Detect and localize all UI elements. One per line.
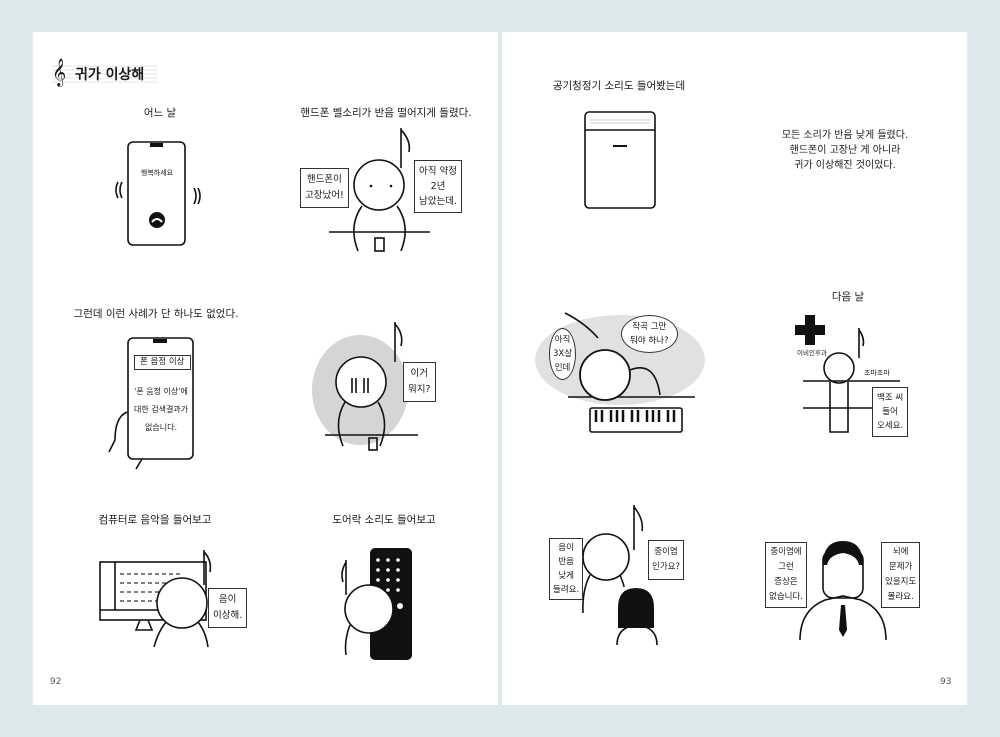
page-number: 92	[50, 677, 62, 687]
phone-screen-text: 행복하세요	[140, 169, 174, 177]
panel-caption: 그런데 이런 사례가 단 하나도 없었다.	[73, 308, 239, 320]
hospital-sign: 이비인후과	[797, 349, 827, 357]
medical-cross-icon	[795, 315, 825, 345]
panel-caption: 핸드폰 벨소리가 반음 떨어지게 들렸다.	[300, 107, 472, 119]
ringing-phone-drawing	[115, 141, 201, 246]
speech-bubble: 중이염 인가요?	[648, 540, 684, 580]
panel-caption: 도어락 소리도 들어보고	[332, 514, 436, 526]
speech-bubble: 핸드폰이 고장났어!	[300, 168, 349, 208]
chapter-title: 귀가 이상해	[75, 67, 145, 83]
panel-caption: 어느 날	[143, 107, 177, 119]
search-phone-drawing	[108, 337, 194, 470]
narration-text: 모든 소리가 반음 낮게 들렸다. 핸드폰이 고장난 게 아니라 귀가 이상해진…	[781, 130, 909, 171]
doorlock-drawing	[341, 548, 412, 660]
crying-person-drawing	[312, 322, 418, 451]
panel-caption: 컴퓨터로 음악을 들어보고	[98, 514, 212, 526]
speech-bubble: 백조 씨 들어 오세요.	[872, 387, 909, 437]
speech-bubble: 아직 약정 2년 남았는데.	[414, 160, 462, 213]
patient-drawing	[582, 505, 658, 646]
shocked-person-drawing	[329, 128, 430, 252]
panel-caption: 공기청정기 소리도 들어봤는데	[552, 80, 686, 92]
panel-caption: 다음 날	[831, 291, 865, 303]
speech-bubble: 뇌에 문제가 있을지도 몰라요.	[881, 542, 921, 608]
air-purifier-drawing	[584, 111, 656, 209]
speech-bubble: 중이염에 그런 증상은 없습니다.	[765, 542, 807, 608]
sound-effect: 조마조마	[864, 369, 890, 377]
thought-bubble: 작곡 그만 둬야 하나?	[621, 315, 678, 353]
speech-bubble: 이거 뭐지?	[403, 362, 436, 402]
thought-bubble: 아직 3X살 인데	[549, 328, 577, 380]
search-box: 폰 음정 이상	[134, 355, 191, 370]
speech-bubble: 음이 이상해.	[208, 588, 248, 628]
speech-bubble: 음이 반음 낮게 들려요.	[549, 538, 584, 600]
doctor-drawing	[799, 541, 887, 641]
treble-clef-icon: 𝄞	[52, 58, 67, 86]
title-staff	[52, 65, 158, 83]
search-result-text: '폰 음정 이상'에 대한 검색결과가 없습니다.	[133, 387, 189, 432]
computer-listening-drawing	[99, 550, 212, 648]
page-number: 93	[940, 677, 952, 687]
